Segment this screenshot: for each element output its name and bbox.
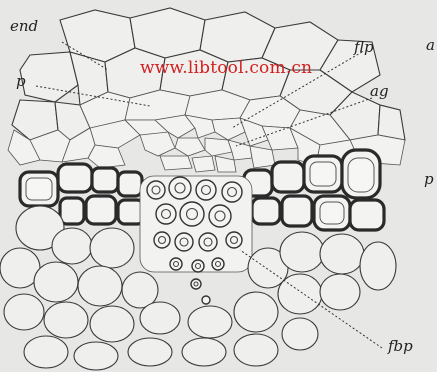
label-p: p <box>16 72 26 90</box>
label-fbp: fbp <box>388 337 413 355</box>
watermark-text: www.libtool.com.cn <box>140 58 312 78</box>
label-ag: ag <box>370 82 389 100</box>
label-end: end <box>10 17 38 35</box>
label-flp: flp <box>354 38 374 56</box>
edge-letter-a: a <box>426 36 435 54</box>
edge-letter-p: p <box>424 170 434 188</box>
